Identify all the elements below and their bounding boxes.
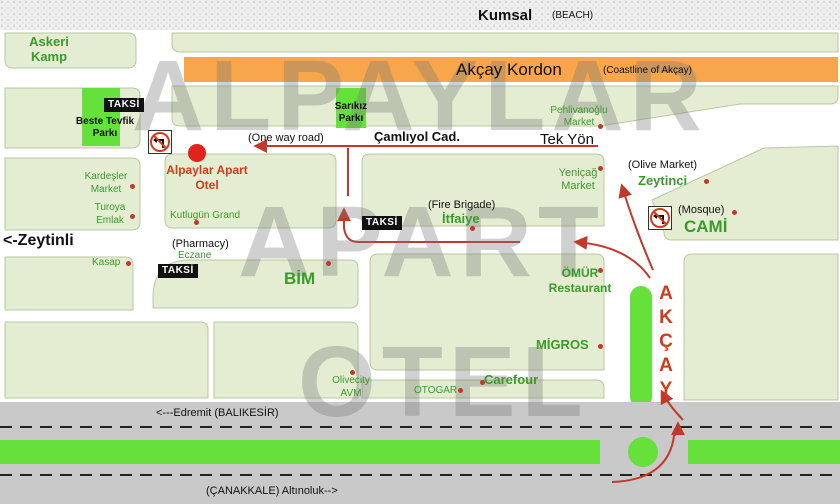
- highway-median-left: [0, 440, 600, 464]
- city-blocks: [4, 32, 839, 401]
- olivecity-marker: [350, 370, 355, 375]
- pehlivanoglu-label: Pehlivanoğlu Market: [550, 105, 608, 128]
- bim-marker: [326, 261, 331, 266]
- taxi-stand-pharmacy: TAKSİ: [158, 264, 198, 278]
- olive-market-en-label: (Olive Market): [628, 159, 698, 171]
- coastline-band: [184, 57, 838, 82]
- kutlugun-label: Kutlugün Grand: [170, 210, 241, 221]
- fire-brigade-marker: [470, 226, 475, 231]
- coastline-sub-label: (Coastline of Akçay): [603, 65, 692, 76]
- hotel-label: Alpaylar Apart Otel: [166, 163, 248, 192]
- beach-sub-label: (BEACH): [552, 10, 594, 21]
- route-arrows: [253, 139, 685, 483]
- tek-yon-label: Tek Yön: [540, 131, 594, 148]
- akcay-median: [630, 286, 652, 408]
- mosque-label: CAMİ: [684, 217, 728, 236]
- omur-label: ÖMÜR Restaurant: [548, 266, 612, 295]
- roundabout: [628, 437, 658, 467]
- canakkale-label: (ÇANAKKALE) Altınoluk-->: [206, 485, 338, 497]
- beach-area: [0, 0, 840, 30]
- one-way-label: (One way road): [248, 132, 324, 144]
- yenicag-label: Yeniçağ Market: [558, 167, 598, 192]
- taxi-stand-beste: TAKSİ: [104, 98, 144, 112]
- fire-brigade-label: İtfaiye: [442, 211, 480, 226]
- turoya-label: Turoya Emlak: [94, 202, 126, 226]
- zeytinli-label: <-Zeytinli: [3, 232, 74, 249]
- watermark-line-2: APART: [238, 186, 606, 298]
- no-left-turn-sign-mosque: [648, 206, 672, 230]
- pharmacy-en-label: (Pharmacy): [172, 238, 229, 250]
- watermark-line-3: OTEL: [298, 326, 589, 438]
- olivecity-label: Olivecity AVM: [332, 375, 370, 399]
- mosque-marker: [732, 210, 737, 215]
- bim-label: BİM: [284, 269, 316, 288]
- carefour-label: Carefour: [484, 372, 539, 387]
- yenicag-marker: [598, 166, 603, 171]
- olive-market-label: Zeytinci: [638, 173, 688, 188]
- kardesler-marker: [130, 184, 135, 189]
- beste-tevfik-label: Beste Tevfik Parkı: [75, 116, 135, 139]
- watermark-line-1: ALPAYLAR: [132, 40, 708, 152]
- edremit-label: <---Edremit (BALIKESİR): [156, 407, 279, 419]
- mosque-en-label: (Mosque): [678, 204, 725, 216]
- kutlugun-marker: [194, 220, 199, 225]
- otogar-marker: [458, 388, 463, 393]
- carefour-marker: [480, 380, 485, 385]
- hotel-marker[interactable]: [188, 144, 206, 162]
- migros-marker: [598, 344, 603, 349]
- otogar-label: OTOGAR: [414, 385, 458, 396]
- no-left-turn-sign: [148, 130, 172, 154]
- akcay-label: AKÇAY: [659, 283, 673, 400]
- turoya-marker: [130, 214, 135, 219]
- coastline-label: Akçay Kordon: [456, 60, 562, 79]
- no-left-turn-icon: [650, 208, 670, 228]
- highway-median-right: [688, 440, 840, 464]
- omur-marker: [598, 268, 603, 273]
- kasap-label: Kasap: [92, 257, 121, 268]
- askeri-kamp-label: Askeri Kamp: [29, 34, 69, 64]
- taxi-stand-fire: TAKSİ: [362, 216, 402, 230]
- no-left-turn-icon: [150, 132, 170, 152]
- camliyol-label: Çamlıyol Cad.: [374, 129, 460, 144]
- migros-label: MİGROS: [536, 337, 589, 352]
- fire-brigade-en-label: (Fire Brigade): [428, 199, 496, 211]
- olive-market-marker: [704, 179, 709, 184]
- sarikiz-park: [336, 88, 366, 128]
- kasap-marker: [126, 261, 131, 266]
- sarikiz-label: Sarıkız Parkı: [334, 101, 368, 124]
- pehlivanoglu-marker: [598, 124, 603, 129]
- beach-label: Kumsal: [478, 7, 533, 24]
- pharmacy-label: Eczane: [178, 250, 212, 261]
- beste-tevfik-park: [82, 88, 120, 146]
- kardesler-label: Kardeşler Market: [84, 171, 128, 195]
